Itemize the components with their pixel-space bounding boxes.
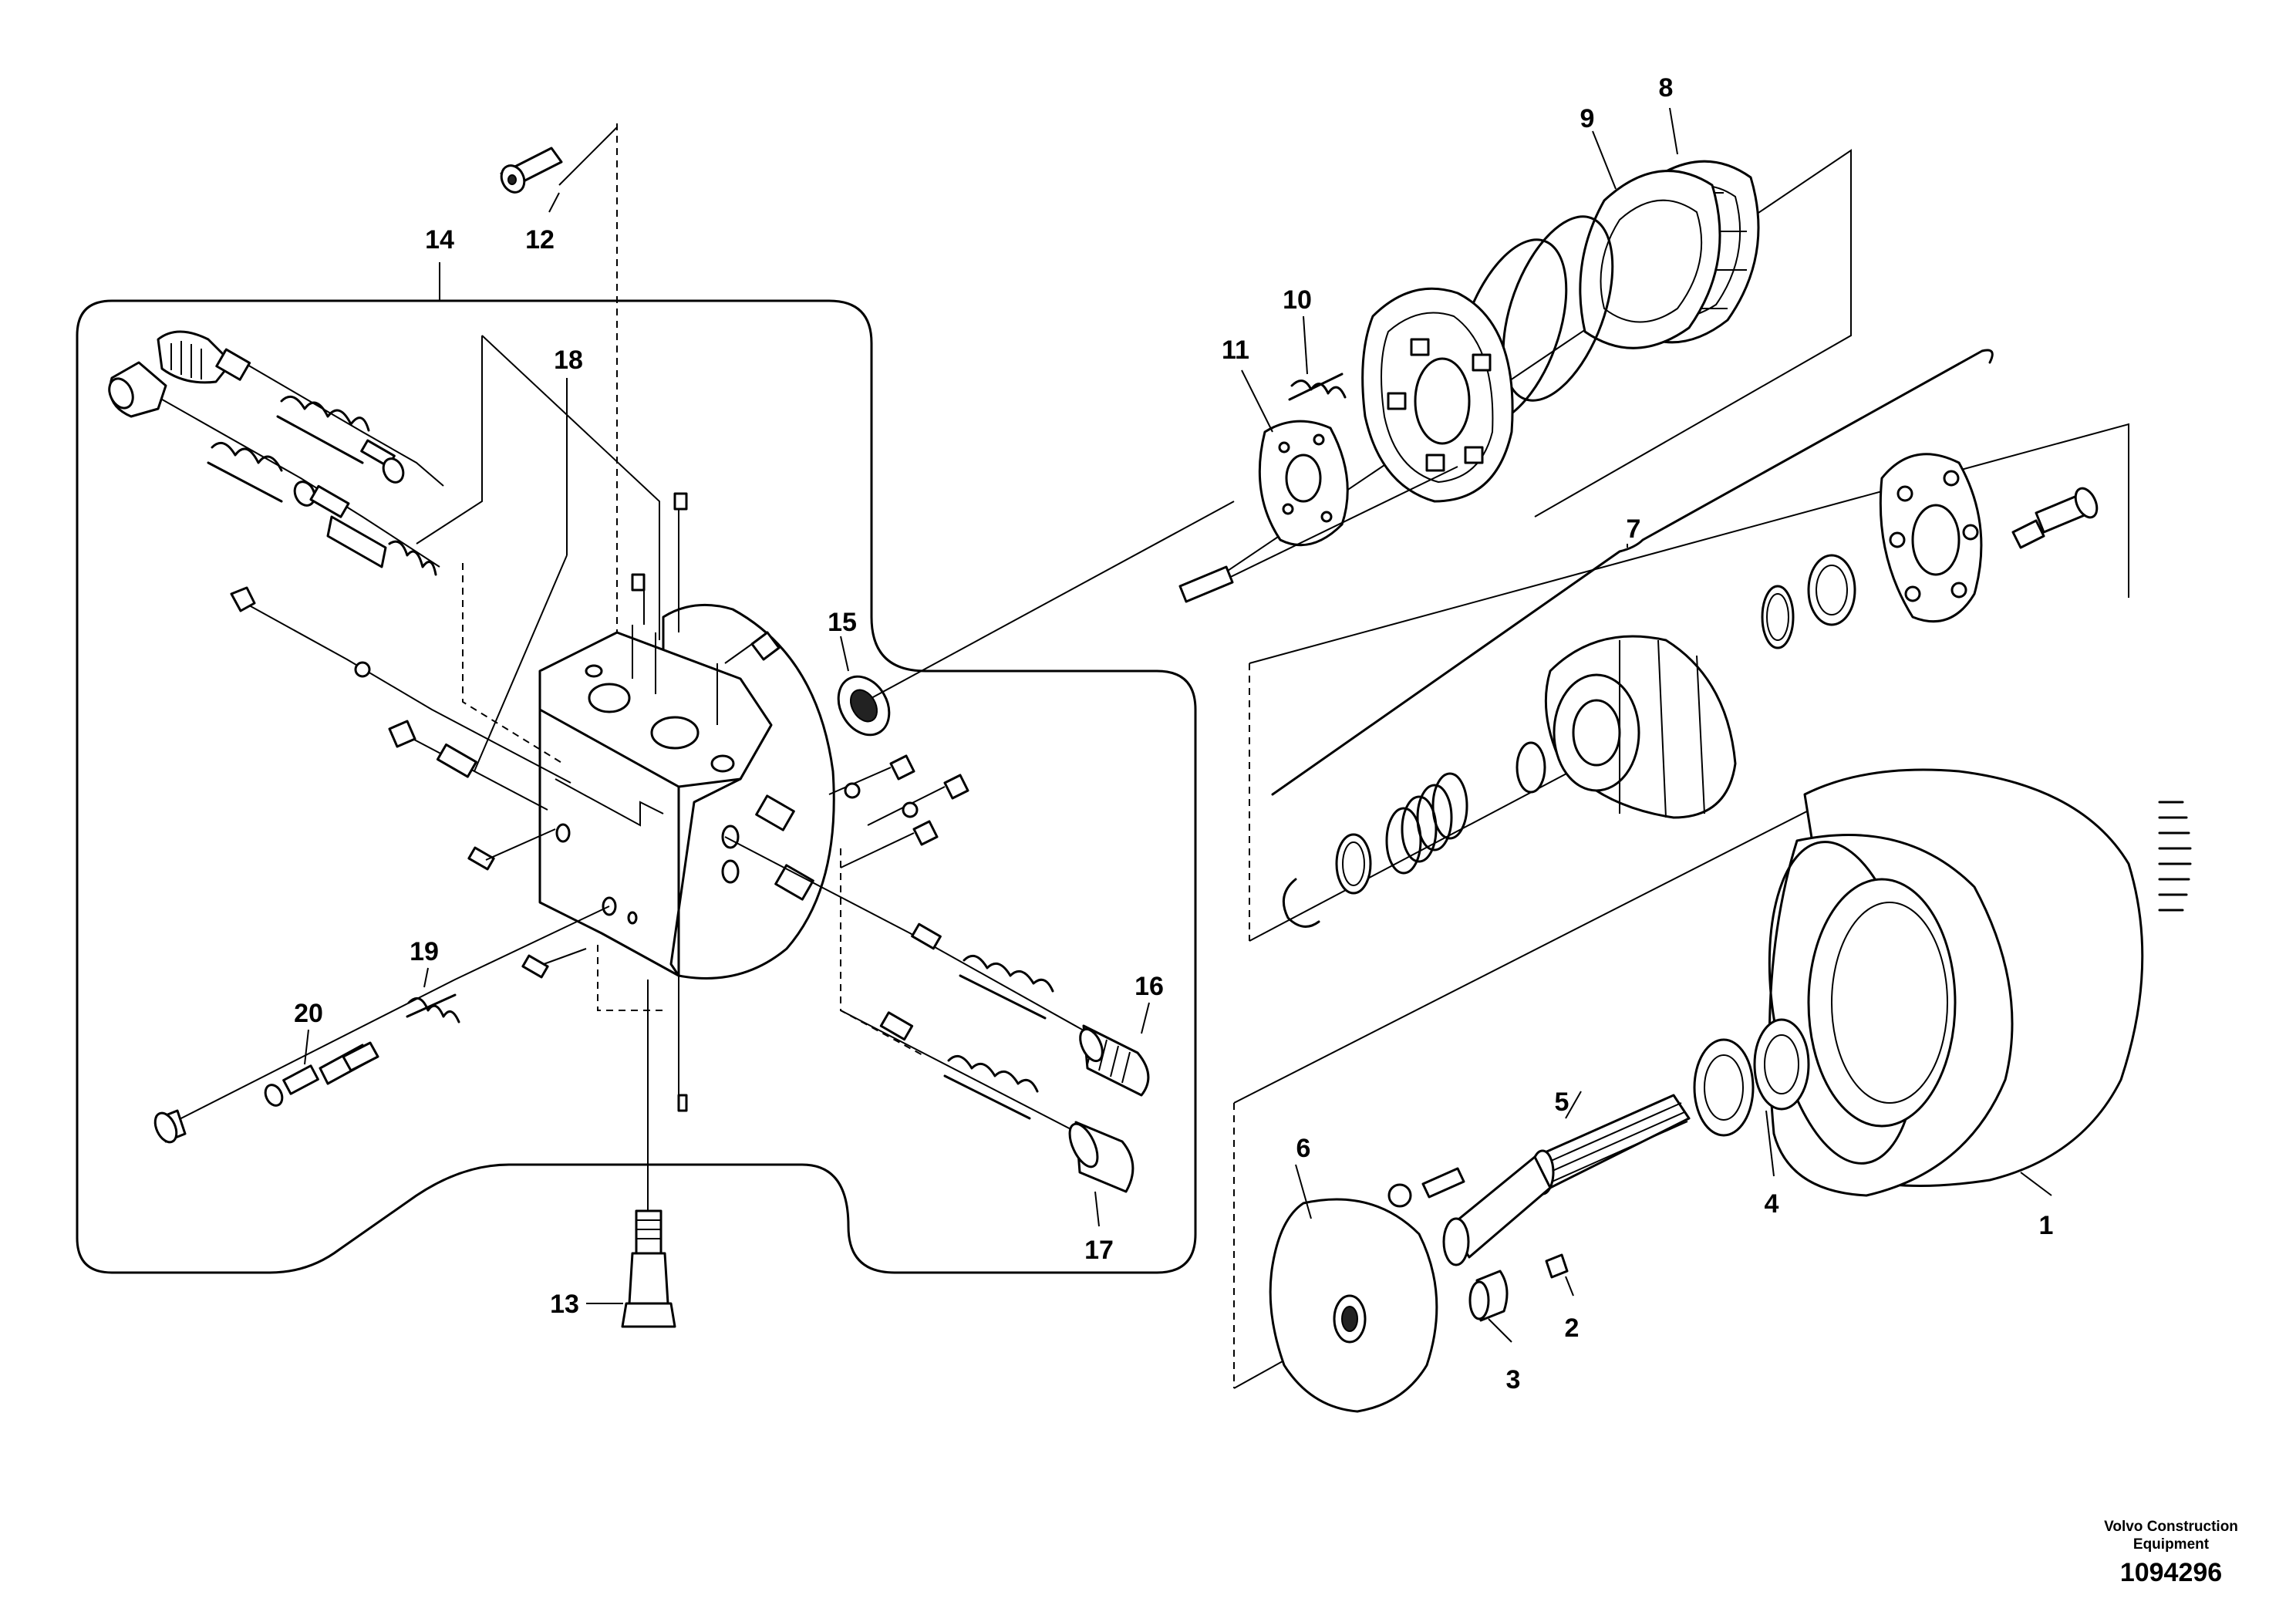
callout-8: 8	[1659, 73, 1674, 103]
upper-left-valve-assembly	[108, 330, 688, 979]
callout-9: 9	[1580, 104, 1595, 133]
callout-19: 19	[410, 937, 439, 966]
callout-18: 18	[554, 346, 583, 375]
right-valve-assembly	[724, 631, 1150, 1193]
callout-15: 15	[828, 608, 857, 637]
group-14-frame	[76, 299, 1197, 1274]
drawing-number: 1094296	[2119, 1558, 2223, 1587]
callout-13: 13	[550, 1290, 579, 1319]
center-spring	[1385, 772, 1468, 875]
callout-20: 20	[294, 999, 323, 1028]
callout-leaders	[304, 107, 2052, 1343]
callout-16: 16	[1135, 972, 1164, 1001]
part-13-sensor	[621, 1209, 676, 1328]
callout-4: 4	[1765, 1189, 1779, 1219]
callout-7: 7	[1627, 514, 1641, 544]
part-12-bolt	[500, 147, 563, 194]
callout-14: 14	[425, 225, 454, 255]
callout-11: 11	[1222, 336, 1249, 365]
part-10-spring	[1288, 373, 1347, 401]
part-9-plate	[1579, 170, 1721, 349]
callout-2: 2	[1565, 1313, 1580, 1343]
part-7-assembly	[1249, 349, 2129, 942]
upper-right-assembly	[1178, 149, 1852, 603]
lower-left-valve-assembly	[153, 905, 688, 1144]
callout-10: 10	[1283, 285, 1312, 315]
callout-3: 3	[1506, 1365, 1521, 1394]
callout-1: 1	[2039, 1211, 2054, 1240]
publisher-line-1: Volvo Construction	[2104, 1519, 2238, 1535]
publisher-line-2: Equipment	[2132, 1536, 2210, 1553]
callout-12: 12	[525, 225, 555, 255]
callout-17: 17	[1084, 1236, 1114, 1265]
callout-6: 6	[1296, 1134, 1311, 1163]
lower-right-assembly	[1233, 768, 2192, 1413]
part-2-plug	[1545, 1253, 1569, 1279]
valve-housing	[538, 603, 835, 980]
part-19-spring	[406, 993, 460, 1023]
callout-5: 5	[1555, 1088, 1569, 1117]
publisher-label: Volvo Construction Equipment	[2075, 1518, 2267, 1553]
